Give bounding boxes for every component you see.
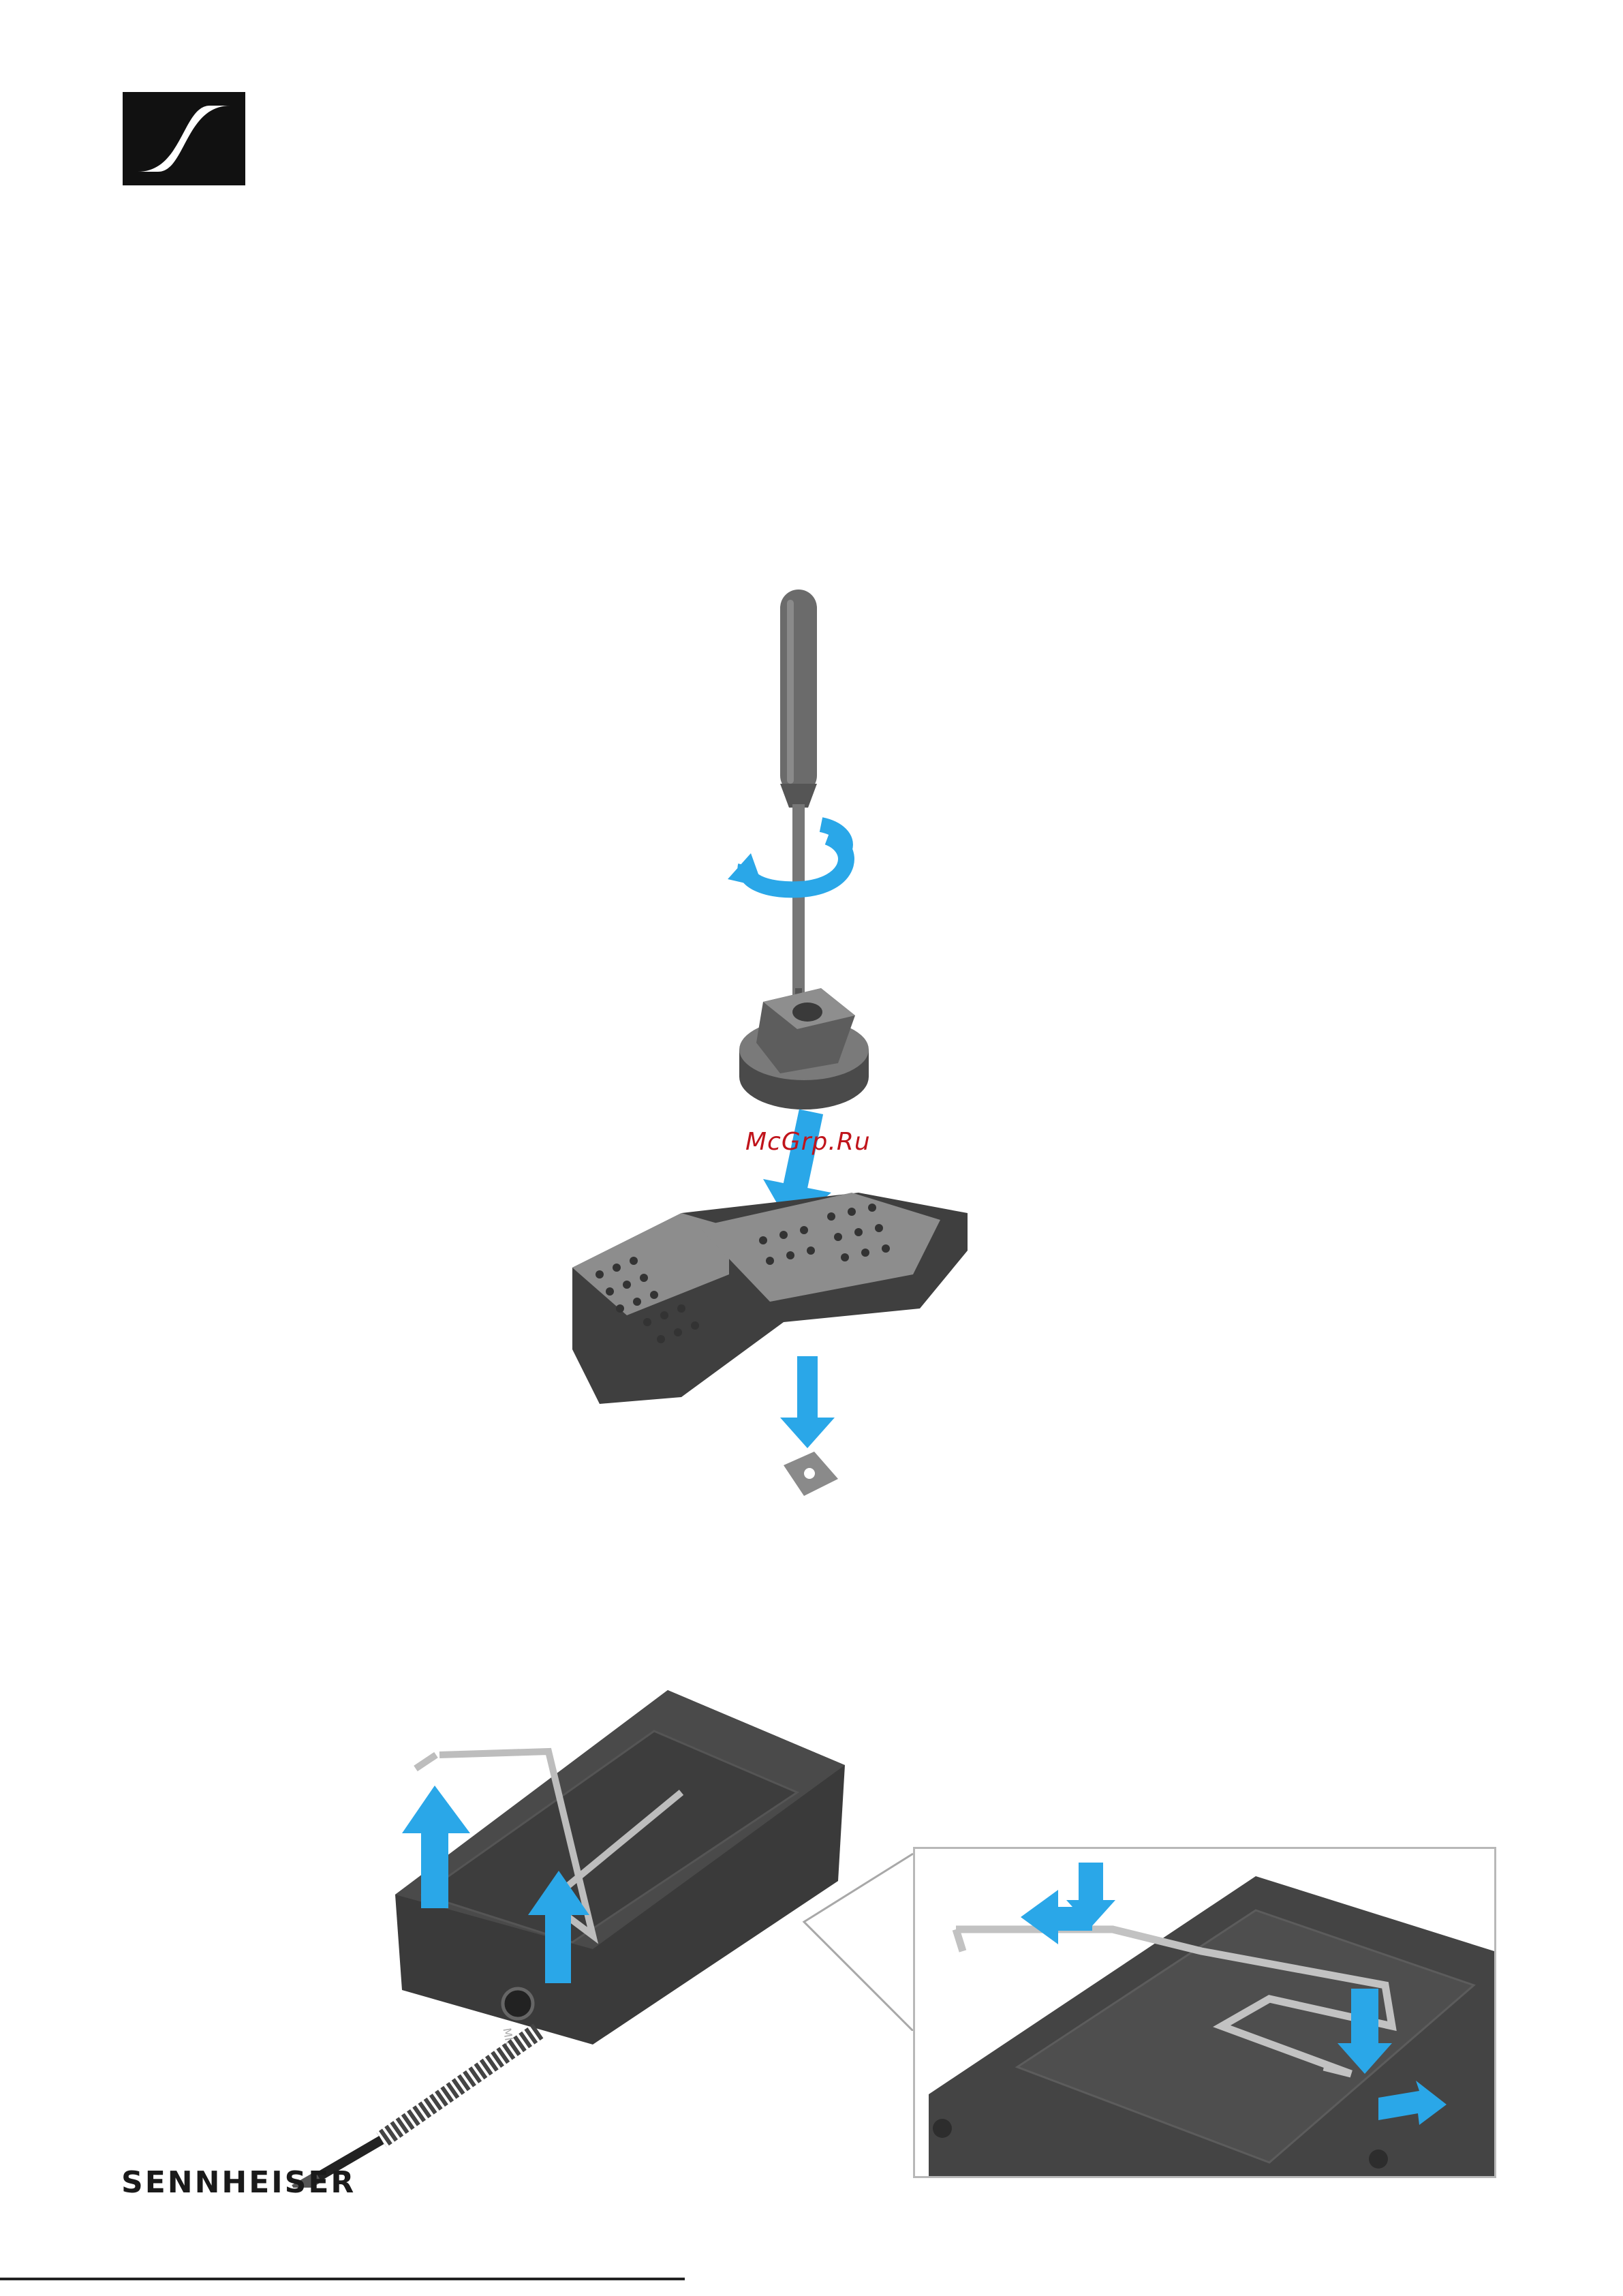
clip-detail-illustration <box>915 1849 1494 2176</box>
bodypack-belt-clip-illustration: MIC <box>273 1690 886 2188</box>
detail-inset <box>913 1847 1496 2178</box>
sennheiser-logo <box>123 92 245 185</box>
adapter-mounting-illustration <box>559 579 981 1520</box>
watermark: McGrp.Ru <box>745 1128 871 1156</box>
rotate-arrow-icon <box>728 825 846 889</box>
down-arrow-icon-lower <box>780 1356 835 1448</box>
bottom-rule <box>0 2278 685 2280</box>
footer-brand: SENNHEISER <box>121 2165 356 2200</box>
